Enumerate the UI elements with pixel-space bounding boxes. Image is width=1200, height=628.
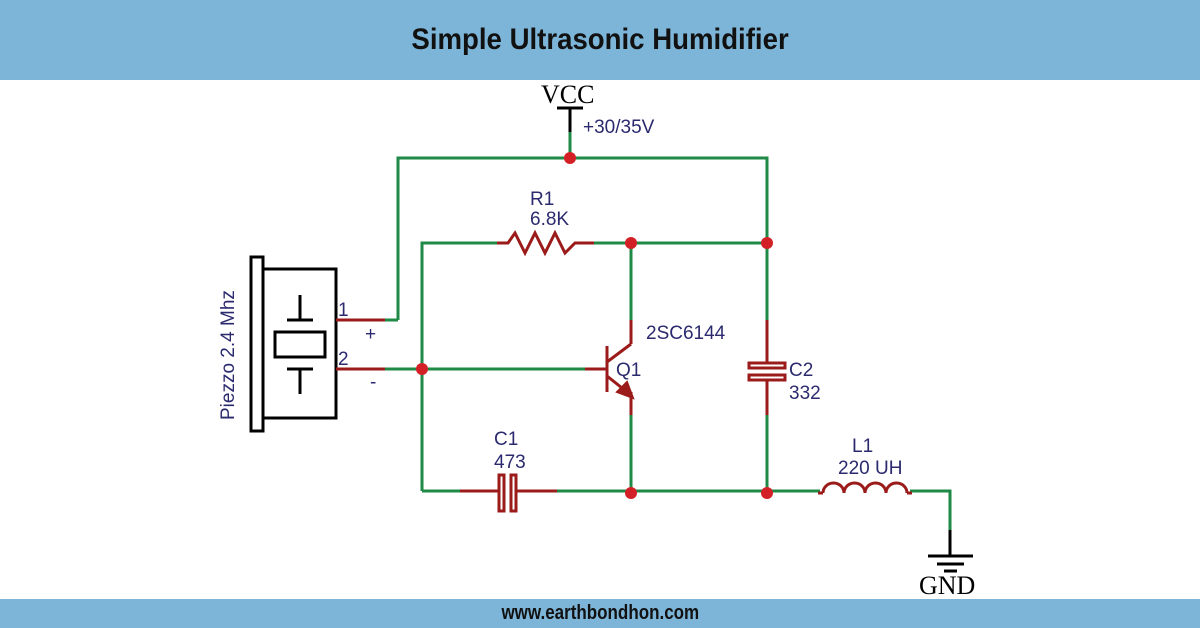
piezo-pin1-polarity: + [365, 324, 376, 345]
r1-value: 6.8K [530, 209, 569, 230]
website-link[interactable]: www.earthbondhon.com [501, 602, 699, 624]
piezo-label: Piezzo 2.4 Mhz [218, 290, 239, 420]
c1-ref: C1 [494, 429, 518, 450]
transistor-q1: 2SC6144 Q1 [585, 320, 726, 415]
r1-ref: R1 [530, 189, 554, 210]
junction-dot [625, 237, 637, 249]
junction-dot [625, 487, 637, 499]
resistor-r1: R1 6.8K [497, 189, 594, 257]
piezo-pin2: 2 [338, 349, 349, 370]
page-title: Simple Ultrasonic Humidifier [411, 23, 789, 56]
junction-dot [416, 363, 428, 375]
q1-ref: Q1 [616, 360, 641, 381]
c2-ref: C2 [789, 360, 813, 381]
inductor-l1: L1 220 UH [818, 436, 912, 495]
piezo-pin2-polarity: - [370, 372, 376, 393]
piezo-pin1: 1 [338, 300, 349, 321]
q1-part: 2SC6144 [646, 323, 726, 344]
gnd-label: GND [919, 571, 975, 600]
l1-ref: L1 [852, 436, 873, 457]
c1-value: 473 [494, 452, 526, 473]
vcc-label: VCC [541, 80, 594, 109]
l1-value: 220 UH [838, 458, 902, 479]
junction-dot [761, 487, 773, 499]
capacitor-c2: C2 332 [747, 320, 821, 415]
vcc-symbol: VCC +30/35V [541, 80, 655, 138]
header-banner: Simple Ultrasonic Humidifier [0, 0, 1200, 80]
ground-symbol: GND [919, 530, 975, 600]
footer-banner: www.earthbondhon.com [0, 599, 1200, 628]
junction-dot [761, 237, 773, 249]
capacitor-c1: C1 473 [460, 429, 557, 513]
vcc-voltage: +30/35V [583, 117, 655, 138]
c2-value: 332 [789, 383, 821, 404]
junction-dot [564, 152, 576, 164]
junctions [416, 152, 773, 499]
piezo-transducer: Piezzo 2.4 Mhz 1 2 + - [218, 255, 385, 433]
